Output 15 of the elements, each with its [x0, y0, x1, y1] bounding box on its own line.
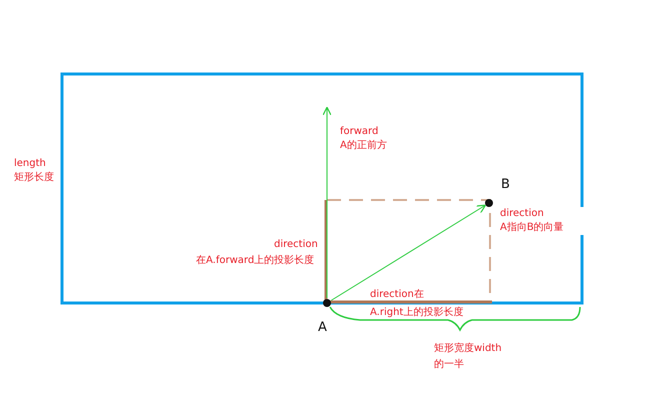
- annotation-text: 矩形宽度width: [434, 343, 502, 355]
- point-label: A: [318, 321, 327, 335]
- annotation-text: 在A.forward上的投影长度: [196, 255, 314, 267]
- annotation-text: forward: [340, 126, 378, 138]
- annotation-text: 矩形长度: [14, 172, 54, 184]
- annotation-text: length: [14, 158, 46, 170]
- annotation-text: A的正前方: [340, 140, 387, 152]
- annotation-text: direction: [274, 239, 318, 251]
- annotation-text: direction: [500, 208, 544, 220]
- annotation-text: A指向B的向量: [500, 222, 564, 234]
- annotation-text: A.right上的投影长度: [370, 307, 464, 319]
- annotation-text: 的一半: [434, 359, 464, 371]
- annotation-text: direction在: [370, 289, 424, 301]
- arrow: [322, 106, 332, 298]
- point-label: B: [501, 178, 510, 192]
